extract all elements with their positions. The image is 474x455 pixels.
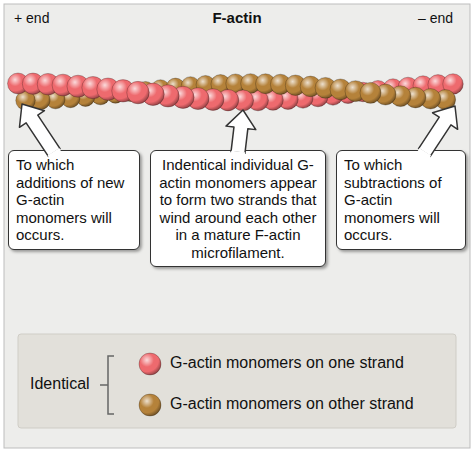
legend-panel [18, 334, 456, 428]
monomer-shading [360, 82, 381, 103]
legend-item [139, 353, 161, 375]
pointer-arrow [19, 104, 60, 156]
monomer-sphere [127, 81, 149, 103]
end-label: – end [418, 10, 453, 26]
callout-text: To which additions of new G-actin monome… [16, 156, 132, 244]
pointer-base-cover [48, 149, 60, 157]
monomer-shading [127, 81, 149, 103]
legend-swatch-shading [139, 353, 161, 375]
callout-pointer [419, 106, 458, 157]
legend-text: G-actin monomers on one strand [170, 354, 404, 372]
monomer-strand-a [127, 81, 149, 103]
callout-box: To which subtractions of G-actin monomer… [336, 150, 466, 250]
callout-pointers [19, 104, 457, 157]
legend-item [139, 394, 161, 416]
diagram-title: F-actin [0, 9, 474, 26]
callout-box: To which additions of new G-actin monome… [8, 150, 140, 250]
legend-text: G-actin monomers on other strand [170, 395, 414, 413]
legend-swatch [139, 353, 161, 375]
callout-text: To which subtractions of G-actin monomer… [344, 156, 458, 244]
f-actin-filament [8, 73, 464, 111]
legend-bracket [100, 356, 114, 414]
figure-panel [4, 4, 470, 448]
pointer-arrow [226, 110, 256, 153]
legend-swatch [139, 394, 161, 416]
callout-pointer [19, 104, 60, 157]
callout-text: Indentical individual G-actin monomers a… [158, 156, 318, 261]
pointer-base-cover [231, 152, 245, 154]
legend-swatches [139, 353, 161, 416]
legend-bracket-label: Identical [30, 375, 90, 393]
callout-pointer [226, 110, 256, 154]
callout-box: Indentical individual G-actin monomers a… [150, 150, 326, 267]
pointer-arrow [419, 106, 458, 156]
monomer-strand-b [360, 82, 381, 103]
pointer-base-cover [419, 149, 431, 157]
end-label: + end [14, 10, 49, 26]
legend-swatch-shading [139, 394, 161, 416]
monomer-sphere [360, 82, 381, 103]
